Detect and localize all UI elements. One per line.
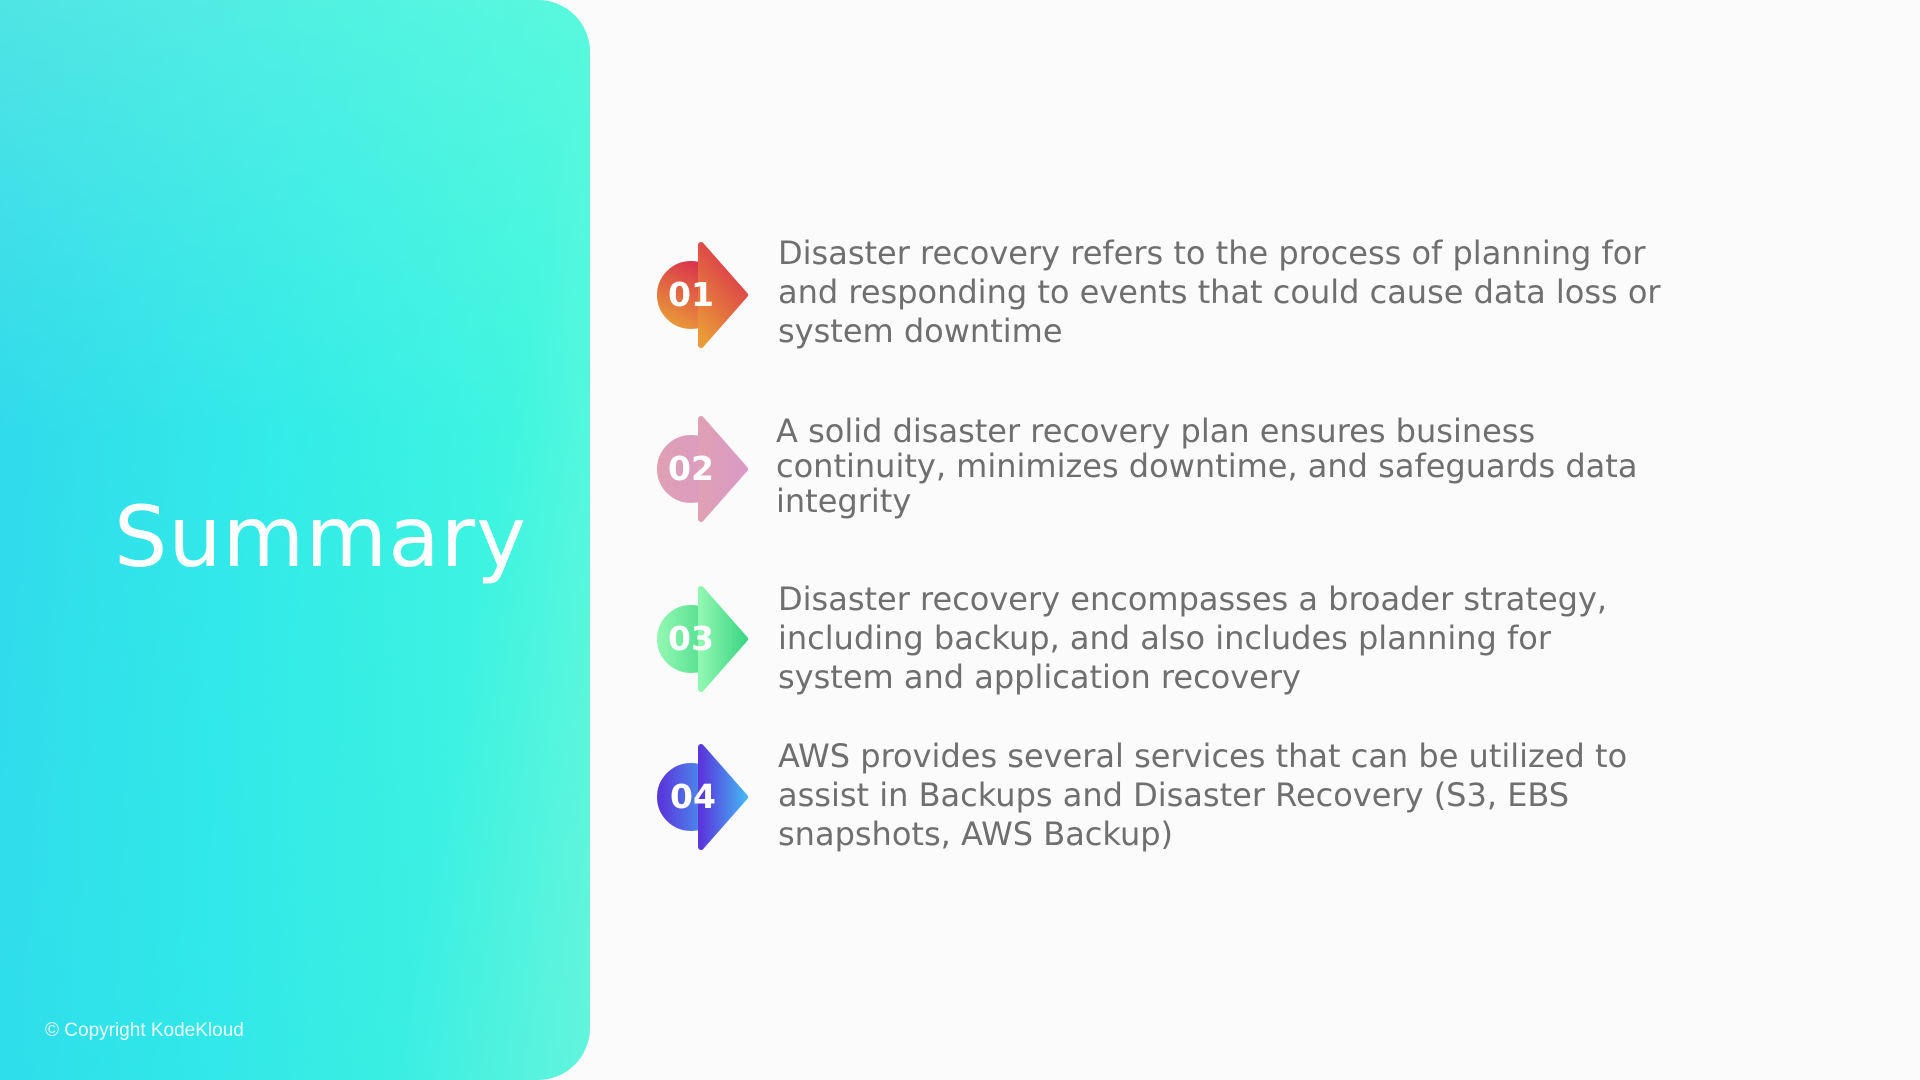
- summary-item-4: 04 AWS provides several services that ca…: [657, 737, 1697, 853]
- item-text: Disaster recovery refers to the process …: [778, 234, 1661, 351]
- arrow-badge-icon: [657, 584, 749, 694]
- text-line: snapshots, AWS Backup): [778, 815, 1174, 853]
- text-line: system and application recovery: [778, 658, 1301, 696]
- arrow-badge-icon: [657, 742, 749, 852]
- text-line: system downtime: [778, 312, 1063, 350]
- text-line: and responding to events that could caus…: [778, 273, 1661, 311]
- text-line: integrity: [776, 482, 912, 520]
- copyright-text: © Copyright KodeKloud: [45, 1020, 244, 1041]
- text-line: Disaster recovery refers to the process …: [778, 234, 1646, 272]
- title-panel: [0, 0, 590, 1080]
- summary-item-3: 03 Disaster recovery encompasses a broad…: [657, 580, 1697, 696]
- text-line: A solid disaster recovery plan ensures b…: [776, 412, 1536, 450]
- item-number: 01: [668, 275, 714, 314]
- item-text: AWS provides several services that can b…: [778, 737, 1627, 854]
- item-text: Disaster recovery encompasses a broader …: [778, 580, 1607, 697]
- summary-item-2: 02 A solid disaster recovery plan ensure…: [657, 414, 1697, 524]
- item-number: 04: [670, 777, 716, 816]
- summary-item-1: 01 Disaster recovery refers to the proce…: [657, 234, 1697, 350]
- slide-title: Summary: [114, 488, 527, 586]
- text-line: assist in Backups and Disaster Recovery …: [778, 776, 1570, 814]
- text-line: Disaster recovery encompasses a broader …: [778, 580, 1608, 618]
- arrow-badge-icon: [657, 240, 749, 350]
- text-line: continuity, minimizes downtime, and safe…: [776, 447, 1638, 485]
- item-number: 02: [668, 449, 714, 488]
- arrow-badge-icon: [657, 414, 749, 524]
- item-text: A solid disaster recovery plan ensures b…: [776, 414, 1637, 519]
- text-line: AWS provides several services that can b…: [778, 737, 1628, 775]
- text-line: including backup, and also includes plan…: [778, 619, 1552, 657]
- item-number: 03: [668, 619, 714, 658]
